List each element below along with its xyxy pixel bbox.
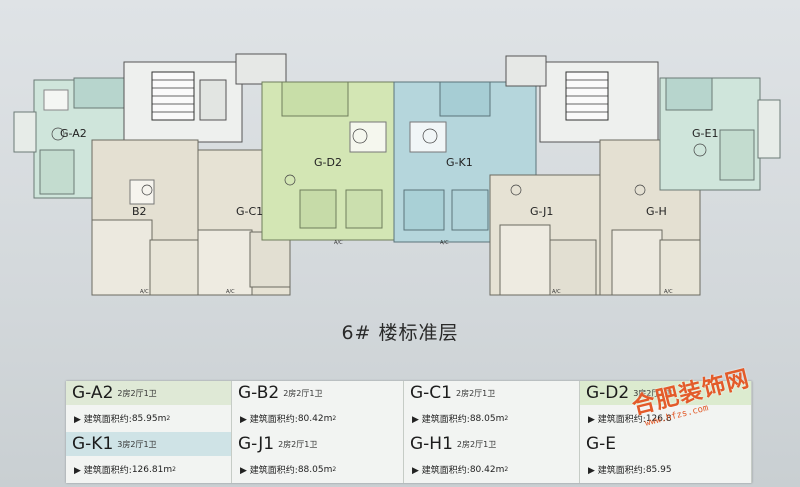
plan-label-h1: G-H: [646, 205, 667, 218]
legend-cell-header: G-E: [580, 432, 751, 456]
area-prefix: ▶ 建筑面积约:: [588, 466, 646, 476]
area-prefix: ▶ 建筑面积约:: [240, 415, 298, 425]
area-value: 88.05m: [469, 413, 505, 424]
unit-code: G-A2: [72, 383, 114, 403]
ac-tag: A/C: [140, 289, 149, 295]
plan-label-a2: G-A2: [60, 127, 87, 140]
area-prefix: ▶ 建筑面积约:: [588, 415, 646, 425]
ac-tag: A/C: [664, 289, 673, 295]
plan-label-b2: B2: [132, 205, 147, 218]
floor-title: 6# 楼标准层: [341, 322, 459, 344]
area-value: 126.81m: [131, 464, 173, 475]
plan-label-c1: G-C1: [236, 205, 263, 218]
ac-tag: A/C: [552, 289, 561, 295]
unit-rooms: 2房2厅1卫: [456, 439, 497, 449]
area-prefix: ▶ 建筑面积约:: [412, 415, 470, 425]
unit-code: G-E: [586, 434, 617, 454]
unit-rooms: 3房2厅1卫: [633, 388, 673, 398]
area-prefix: ▶ 建筑面积约:: [74, 466, 132, 476]
floor-plan-drawing: G-A2 B2 G-C1 G-D2 G-K1 G-J1 G-H G-E1 A/C…: [13, 53, 781, 296]
unit-code: G-H1: [410, 434, 453, 454]
plan-label-k1: G-K1: [446, 156, 473, 169]
ac-tag: A/C: [440, 240, 449, 246]
unit-code: G-B2: [238, 383, 280, 403]
area-prefix: ▶ 建筑面积约:: [412, 466, 470, 476]
unit-rooms: 2房2厅1卫: [278, 439, 318, 449]
area-value: 88.05m: [297, 464, 333, 475]
area-value: 126.8: [645, 413, 672, 424]
unit-rooms: 3房2厅1卫: [117, 439, 157, 449]
area-value: 80.42m: [297, 413, 333, 424]
unit-rooms: 2房2厅1卫: [117, 388, 157, 398]
legend-cell-header: G-C1 2房2厅1卫: [404, 381, 579, 405]
plan-label-e1: G-E1: [692, 127, 718, 140]
ac-tag: A/C: [334, 240, 343, 246]
area-value: 85.95m: [131, 413, 167, 424]
area-prefix: ▶ 建筑面积约:: [74, 415, 132, 425]
ac-tag: A/C: [226, 289, 235, 295]
legend-cell: G-E▶ 建筑面积约:85.95: [580, 432, 752, 483]
unit-area: ▶ 建筑面积约:126.8: [580, 405, 751, 432]
unit-code: G-K1: [72, 434, 114, 454]
unit-rooms: 2房2厅1卫: [283, 388, 323, 398]
unit-code: G-J1: [238, 434, 275, 454]
area-prefix: ▶ 建筑面积约:: [240, 466, 298, 476]
plan-label-j1: G-J1: [530, 205, 553, 218]
plan-label-d2: G-D2: [314, 156, 342, 169]
unit-area: ▶ 建筑面积约:85.95: [580, 456, 751, 483]
unit-code: G-C1: [410, 383, 452, 403]
unit-rooms: 2房2厅1卫: [456, 388, 496, 398]
area-value: 80.42m: [469, 464, 505, 475]
unit-code: G-D2: [586, 383, 630, 403]
area-value: 85.95: [645, 464, 672, 475]
